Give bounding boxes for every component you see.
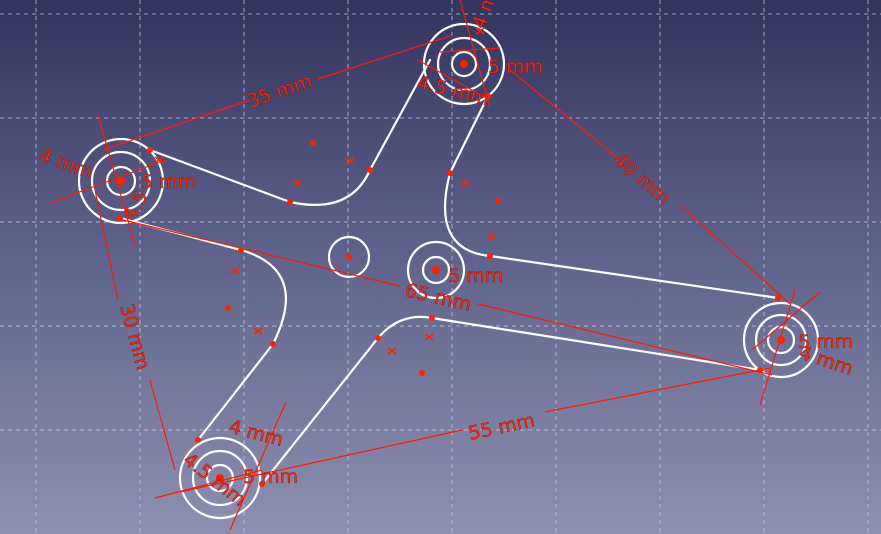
point[interactable]	[432, 266, 440, 274]
tangent-icon[interactable]	[345, 157, 355, 165]
dim-label-55[interactable]: 55 mm	[466, 409, 537, 445]
dim-line-4-right[interactable]	[751, 289, 821, 406]
fillet-top-left[interactable]	[288, 168, 372, 206]
dim-label-5-bottom[interactable]: 5 mm	[243, 466, 299, 488]
edge-top-left[interactable]	[368, 58, 432, 172]
edge-top-right[interactable]	[448, 94, 490, 175]
dim-label-4-top[interactable]: 4 mm	[468, 0, 508, 32]
dimension-lines[interactable]	[49, 0, 821, 531]
edge-left-top[interactable]	[148, 148, 292, 204]
dim-line-55[interactable]	[179, 367, 771, 493]
dim-line-4-left[interactable]	[49, 159, 166, 204]
point[interactable]	[375, 335, 381, 341]
tangent-constraint-icons[interactable]	[154, 27, 497, 355]
point[interactable]	[259, 481, 265, 487]
top-boss-hole-circle[interactable]	[450, 50, 478, 78]
dim-line-65[interactable]	[114, 217, 773, 376]
top-boss-mid-circle[interactable]	[436, 36, 492, 92]
dimension-labels[interactable]: 35 mm 40 mm 30 mm 55 mm 65 mm 4 mm 5 mm …	[36, 0, 856, 511]
dim-label-40[interactable]: 40 mm	[609, 149, 675, 209]
dim-label-4-left[interactable]: 4 mm	[36, 144, 96, 184]
point[interactable]	[775, 295, 781, 301]
constraint-points[interactable]	[117, 60, 785, 487]
dim-label-5-right[interactable]: 5 mm	[798, 331, 854, 353]
point[interactable]	[487, 253, 493, 259]
point[interactable]	[287, 199, 293, 205]
edge-bottom-right[interactable]	[260, 336, 380, 486]
point[interactable]	[216, 474, 224, 482]
edge-right-bottom[interactable]	[430, 316, 762, 372]
point[interactable]	[419, 370, 425, 376]
point[interactable]	[238, 247, 244, 253]
right-boss-hole-circle[interactable]	[766, 325, 796, 355]
dim-line-30[interactable]	[94, 189, 176, 471]
dim-label-5-left[interactable]: 5 mm	[141, 171, 197, 193]
tangent-icon[interactable]	[154, 156, 164, 164]
dim-label-4-bottom[interactable]: 4 mm	[227, 415, 286, 452]
point[interactable]	[117, 215, 123, 221]
point[interactable]	[460, 60, 468, 68]
center-hole-circle[interactable]	[406, 240, 466, 300]
point[interactable]	[777, 336, 785, 344]
dim-line-35[interactable]	[102, 35, 451, 151]
dim-label-5-top[interactable]: 5 mm	[488, 56, 544, 78]
fillet-bottom-right[interactable]	[376, 315, 434, 340]
point[interactable]	[195, 437, 201, 443]
bottom-boss-outer-circle[interactable]	[178, 436, 262, 520]
tangent-icon[interactable]	[292, 179, 302, 187]
left-boss-mid-circle[interactable]	[90, 150, 152, 212]
tangent-icon[interactable]	[475, 27, 485, 35]
dim-label-5-center[interactable]: 5 mm	[448, 265, 504, 287]
point[interactable]	[495, 198, 501, 204]
dim-line-4-bottom[interactable]	[154, 401, 287, 531]
edge-right-top[interactable]	[488, 254, 780, 300]
construction-circle[interactable]	[327, 235, 371, 279]
tangent-icon[interactable]	[461, 179, 471, 187]
point[interactable]	[225, 305, 231, 311]
point[interactable]	[270, 341, 276, 347]
point[interactable]	[147, 147, 153, 153]
tangent-icon[interactable]	[230, 267, 240, 275]
dim-label-30[interactable]: 30 mm	[115, 301, 154, 373]
bottom-boss-mid-circle[interactable]	[191, 449, 249, 507]
point[interactable]	[429, 315, 435, 321]
tangent-icon[interactable]	[424, 333, 434, 341]
dim-ext-top[interactable]	[417, 59, 491, 101]
dim-ext-left[interactable]	[97, 114, 136, 246]
edge-bottom-left[interactable]	[196, 342, 275, 442]
left-boss-outer-circle[interactable]	[77, 137, 165, 225]
point[interactable]	[117, 177, 125, 185]
dim-line-4-top[interactable]	[439, 0, 501, 109]
dim-line-40[interactable]	[509, 69, 791, 305]
right-boss-mid-circle[interactable]	[754, 313, 808, 367]
point[interactable]	[367, 167, 373, 173]
tangent-icon[interactable]	[387, 347, 397, 355]
point[interactable]	[346, 254, 352, 260]
point[interactable]	[757, 367, 763, 373]
fillet-bottom-left[interactable]	[239, 248, 287, 346]
point[interactable]	[310, 140, 316, 146]
point[interactable]	[447, 170, 453, 176]
tangent-icon[interactable]	[487, 233, 497, 241]
center-hole-inner-circle[interactable]	[421, 255, 451, 285]
right-boss-outer-circle[interactable]	[742, 301, 820, 379]
tangent-icon[interactable]	[253, 327, 263, 335]
fillet-top-right[interactable]	[443, 171, 492, 258]
dim-label-35[interactable]: 35 mm	[244, 70, 315, 113]
point[interactable]	[485, 93, 491, 99]
dim-label-45-top[interactable]: 4.5 mm	[415, 71, 492, 111]
